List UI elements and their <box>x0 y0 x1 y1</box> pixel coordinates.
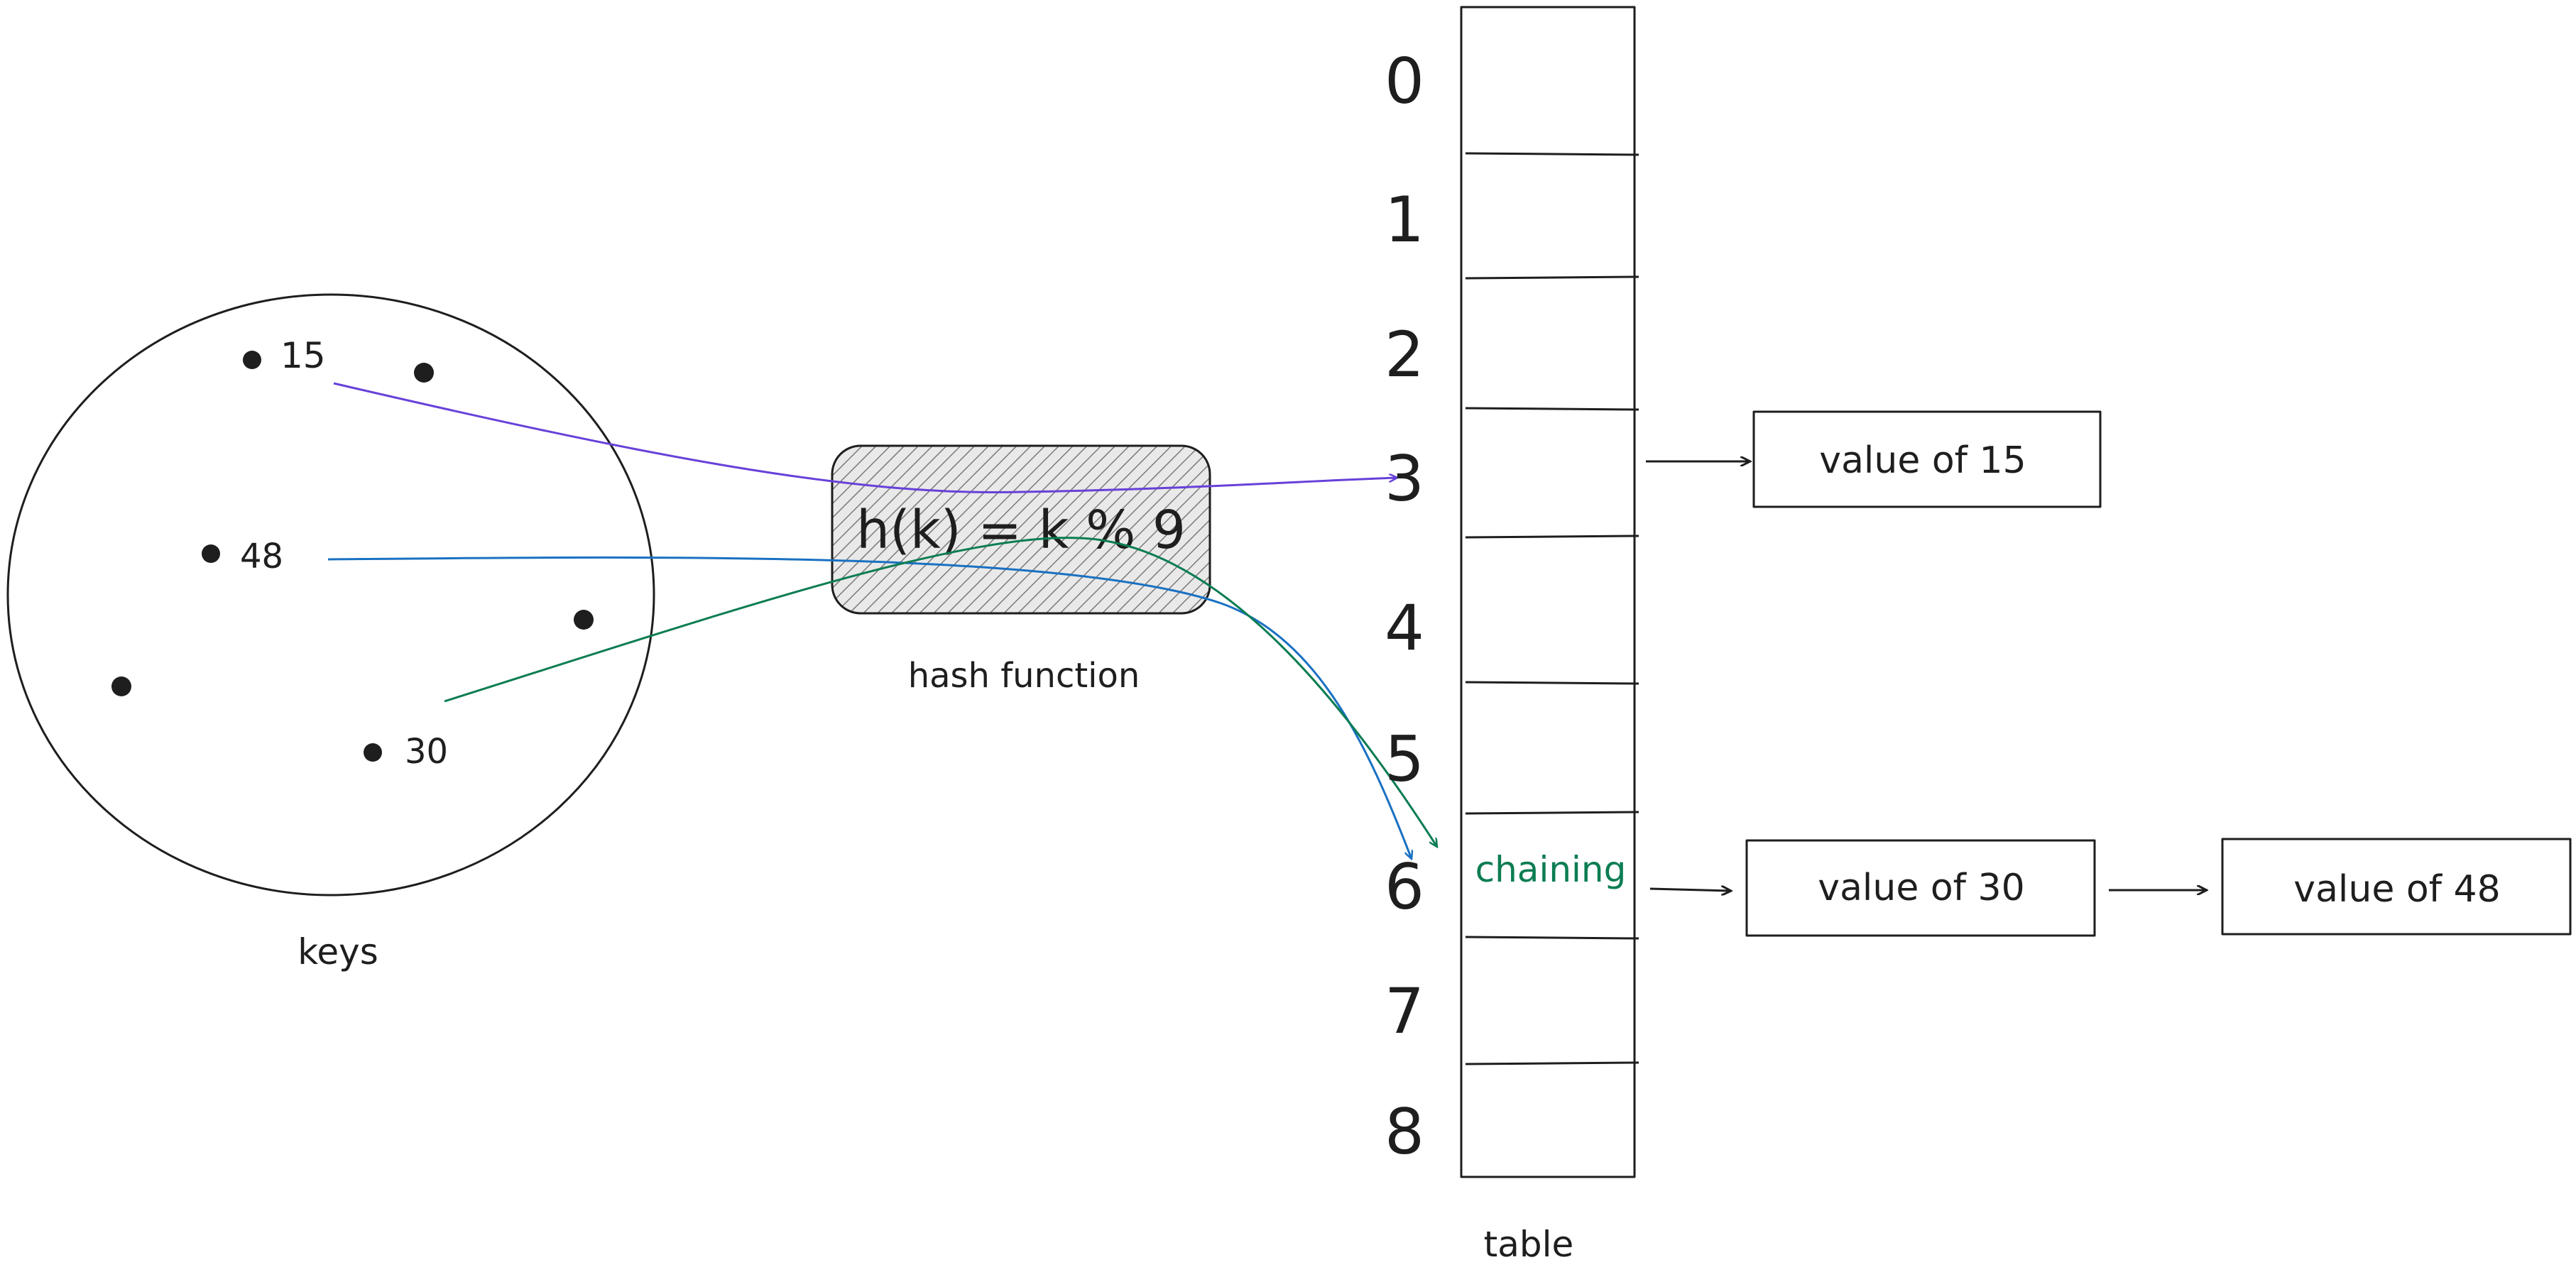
hash-function-box <box>831 444 1211 615</box>
arrow-15-to-3 <box>333 382 1397 494</box>
value-node-15 <box>1752 410 2102 508</box>
table-indices: 0 1 2 3 4 5 6 7 8 <box>1385 45 1424 1168</box>
keys-label: keys <box>298 931 378 972</box>
table-index-8: 8 <box>1385 1095 1424 1168</box>
table-row-divider <box>1465 535 1639 539</box>
table-row-divider <box>1465 811 1639 815</box>
table-index-5: 5 <box>1385 723 1424 796</box>
value-label-15: value of 15 <box>1819 439 2026 482</box>
key-dot <box>414 363 434 383</box>
bucket-3: value of 15 <box>1646 410 2102 508</box>
table-row-dividers <box>1465 152 1639 1065</box>
arrow-30-to-6 <box>444 537 1437 847</box>
bucket-6: value of 30 value of 48 <box>1649 838 2572 937</box>
table-outline <box>1460 6 1636 1178</box>
table-row-divider <box>1465 152 1639 156</box>
table-row-divider <box>1465 275 1639 280</box>
value-node-48 <box>2221 838 2572 936</box>
hash-function-label: hash function <box>908 656 1140 696</box>
hash-arrows <box>327 382 1437 859</box>
pointer-arrow-6 <box>1649 889 1731 891</box>
hash-formula: h(k) = k % 9 <box>856 500 1186 561</box>
hash-function: h(k) = k % 9 hash function <box>831 444 1211 696</box>
value-label-48: value of 48 <box>2293 868 2500 911</box>
key-dot-48 <box>202 544 220 563</box>
table-index-3: 3 <box>1385 442 1424 515</box>
keys-set: 15 48 30 keys <box>6 293 655 972</box>
table-row-divider <box>1465 681 1639 685</box>
hash-table: 0 1 2 3 4 5 6 7 8 chaining table <box>1385 6 1639 1265</box>
table-index-4: 4 <box>1385 591 1424 664</box>
key-dot <box>574 610 594 630</box>
table-index-1: 1 <box>1385 183 1424 256</box>
key-dot-30 <box>364 743 382 762</box>
key-dot-15 <box>243 351 261 369</box>
table-index-0: 0 <box>1385 45 1424 118</box>
table-index-2: 2 <box>1385 318 1424 391</box>
key-dot <box>111 676 131 696</box>
value-label-30: value of 30 <box>1818 867 2024 909</box>
table-row-divider <box>1465 1061 1639 1065</box>
table-row-divider <box>1465 407 1639 411</box>
table-index-7: 7 <box>1385 975 1424 1048</box>
chaining-label: chaining <box>1475 849 1627 890</box>
key-label-30: 30 <box>405 732 448 772</box>
value-node-30 <box>1745 839 2096 937</box>
table-label: table <box>1484 1224 1574 1265</box>
keys-circle <box>6 293 655 897</box>
key-label-48: 48 <box>240 537 283 576</box>
table-index-6: 6 <box>1385 850 1424 924</box>
table-row-divider <box>1465 936 1639 940</box>
key-label-15: 15 <box>280 335 326 376</box>
